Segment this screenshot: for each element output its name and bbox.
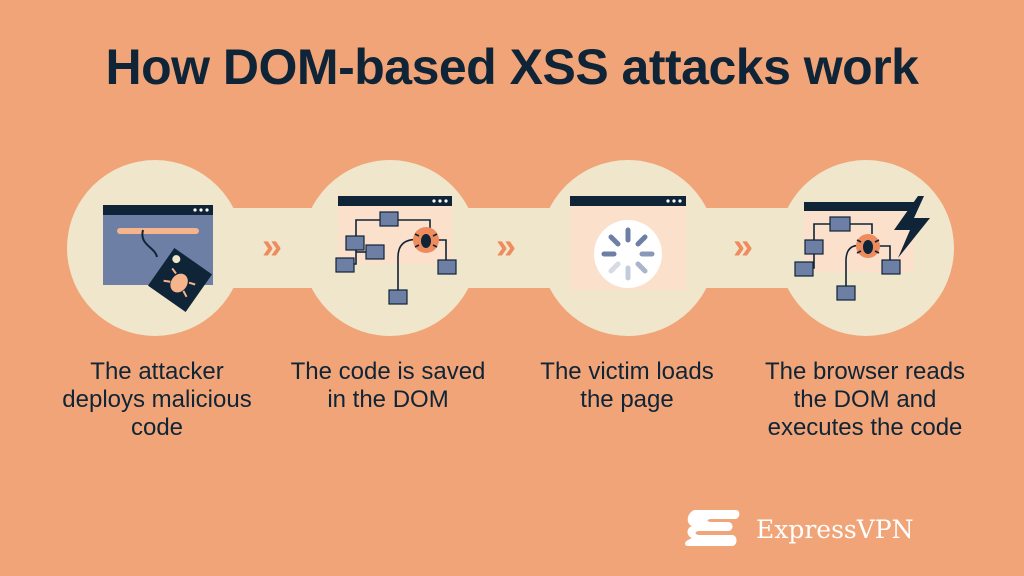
- brand-name: ExpressVPN: [756, 514, 914, 544]
- malicious-tag-icon: [103, 205, 213, 313]
- dom-tree-bug-icon: [335, 196, 457, 305]
- expressvpn-logo-icon: [685, 510, 740, 546]
- page-title: How DOM-based XSS attacks work: [105, 39, 919, 95]
- step-label: The code is saved in the DOM: [290, 358, 486, 413]
- step-label: The attacker deploys malicious code: [62, 358, 252, 441]
- dom-execute-lightning-icon: [794, 196, 930, 301]
- step-label: The victim loads the page: [540, 358, 714, 413]
- arrow-icon: »: [733, 225, 753, 266]
- page-loading-icon: [570, 196, 686, 290]
- step-label: The browser reads the DOM and executes t…: [764, 358, 966, 441]
- arrow-icon: »: [496, 225, 516, 266]
- brand: ExpressVPN: [684, 508, 914, 550]
- arrow-icon: »: [262, 225, 282, 266]
